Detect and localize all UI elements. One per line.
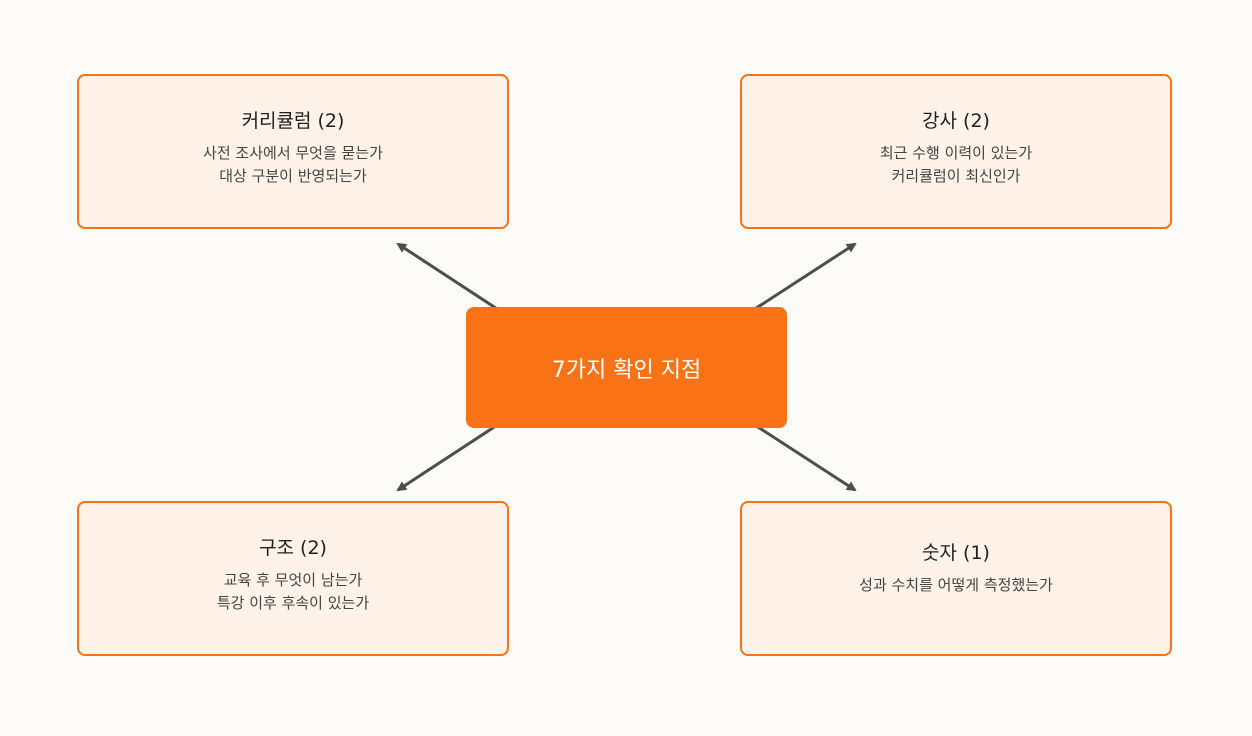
center-node-label: 7가지 확인 지점 <box>551 357 702 383</box>
structure-box: 구조 (2) 교육 후 무엇이 남는가 특강 이후 후속이 있는가 <box>77 501 509 656</box>
arrow-to-instructor <box>740 242 857 320</box>
curriculum-line-2: 대상 구분이 반영되는가 <box>219 166 367 185</box>
curriculum-box: 커리큘럼 (2) 사전 조사에서 무엇을 묻는가 대상 구분이 반영되는가 <box>77 74 509 229</box>
arrow-to-structure <box>396 414 512 492</box>
arrow-to-numbers <box>740 414 857 492</box>
structure-line-2: 특강 이후 후속이 있는가 <box>216 593 370 612</box>
numbers-box: 숫자 (1) 성과 수치를 어떻게 측정했는가 <box>740 501 1172 656</box>
instructor-title: 강사 (2) <box>922 109 990 132</box>
center-node: 7가지 확인 지점 <box>466 307 787 428</box>
instructor-box: 강사 (2) 최근 수행 이력이 있는가 커리큘럼이 최신인가 <box>740 74 1172 229</box>
structure-title: 구조 (2) <box>259 536 327 559</box>
numbers-title: 숫자 (1) <box>922 542 990 564</box>
instructor-line-1: 최근 수행 이력이 있는가 <box>879 143 1033 162</box>
curriculum-title: 커리큘럼 (2) <box>241 109 345 132</box>
structure-line-1: 교육 후 무엇이 남는가 <box>223 570 363 589</box>
curriculum-line-1: 사전 조사에서 무엇을 묻는가 <box>203 143 383 162</box>
numbers-line-1: 성과 수치를 어떻게 측정했는가 <box>859 576 1053 594</box>
arrow-to-curriculum <box>396 242 512 320</box>
instructor-line-2: 커리큘럼이 최신인가 <box>891 166 1021 185</box>
